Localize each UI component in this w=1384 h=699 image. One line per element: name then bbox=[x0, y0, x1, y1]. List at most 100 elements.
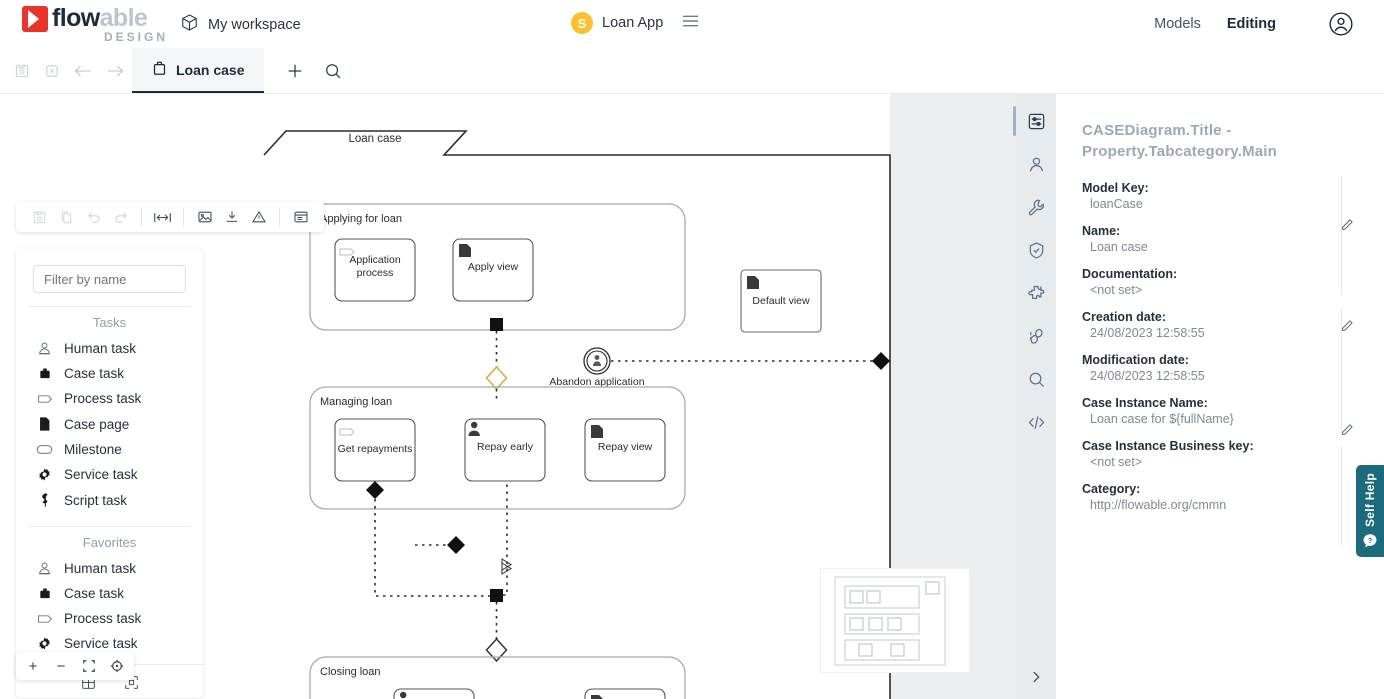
workspace-label: My workspace bbox=[208, 16, 301, 33]
chevron-right-icon[interactable] bbox=[1028, 669, 1044, 685]
service-task-icon bbox=[36, 467, 53, 482]
palette-item-human-task[interactable]: Human task bbox=[16, 336, 203, 361]
rail-properties[interactable] bbox=[1013, 106, 1049, 136]
question-bubble-icon: ? bbox=[1362, 533, 1378, 549]
prop-value: Loan case for ${fullName} bbox=[1090, 412, 1234, 426]
app-avatar: S bbox=[571, 12, 593, 34]
self-help-tab[interactable]: Self Help ? bbox=[1356, 465, 1384, 557]
human-task-icon bbox=[36, 561, 53, 576]
app-selector[interactable]: S Loan App bbox=[571, 12, 699, 34]
case-page-icon bbox=[36, 416, 53, 432]
prop-value: loanCase bbox=[1090, 197, 1143, 211]
properties-panel-title: CASEDiagram.Title - Property.Tabcategory… bbox=[1082, 122, 1278, 160]
search-tab-icon[interactable] bbox=[324, 62, 342, 80]
nav-editing[interactable]: Editing bbox=[1226, 16, 1276, 32]
save-disabled-icon bbox=[14, 63, 30, 79]
download-button[interactable] bbox=[218, 202, 245, 232]
validation-button[interactable] bbox=[245, 202, 272, 232]
palette-item-case-task[interactable]: Case task bbox=[16, 361, 203, 386]
flowable-logo[interactable]: flowable DESIGN bbox=[22, 4, 172, 44]
toolbar-divider bbox=[183, 208, 184, 226]
palette-item-label: Case page bbox=[64, 416, 130, 432]
flowable-logo-mark bbox=[22, 5, 48, 32]
undo-button[interactable] bbox=[80, 202, 107, 232]
palette-fav-process-task[interactable]: Process task bbox=[16, 606, 203, 631]
hamburger-menu-icon[interactable] bbox=[682, 13, 699, 33]
prop-row-name: Name: Loan case bbox=[1082, 223, 1360, 256]
pencil-edit-icon[interactable] bbox=[1340, 218, 1354, 232]
palette-divider bbox=[28, 526, 191, 527]
zoom-out-button[interactable]: − bbox=[56, 657, 66, 675]
palette-section-title-tasks: Tasks bbox=[92, 315, 127, 330]
prop-row-creation-date: Creation date: 24/08/2023 12:58:55 bbox=[1082, 309, 1360, 342]
close-disabled-icon bbox=[44, 63, 60, 79]
element-palette: Tasks Human task Case task Process task bbox=[16, 249, 203, 698]
toolbar-divider bbox=[141, 208, 142, 226]
svg-text:Repay view: Repay view bbox=[598, 441, 653, 453]
palette-fav-case-task[interactable]: Case task bbox=[16, 581, 203, 606]
svg-text:process: process bbox=[357, 267, 394, 279]
stage-label-closing: Closing loan bbox=[320, 666, 381, 678]
rail-extensions[interactable] bbox=[1023, 280, 1049, 306]
rail-links[interactable] bbox=[1023, 323, 1049, 349]
editor-tabbar: Loan case bbox=[0, 48, 1384, 94]
prop-value: <not set> bbox=[1090, 455, 1143, 469]
case-task-icon bbox=[36, 586, 53, 601]
copy-button[interactable] bbox=[53, 202, 80, 232]
reset-zoom-button[interactable] bbox=[104, 652, 130, 680]
pencil-edit-icon[interactable] bbox=[1340, 319, 1354, 333]
palette-item-script-task[interactable]: Script task bbox=[16, 487, 203, 513]
palette-fav-human-task[interactable]: Human task bbox=[16, 556, 203, 581]
prop-row-modification-date: Modification date: 24/08/2023 12:58:55 bbox=[1082, 352, 1360, 385]
palette-item-service-task[interactable]: Service task bbox=[16, 462, 203, 487]
fit-width-button[interactable] bbox=[149, 202, 176, 232]
nav-models[interactable]: Models bbox=[1154, 16, 1201, 32]
palette-item-label: Human task bbox=[64, 561, 137, 576]
prop-label: Name: bbox=[1082, 224, 1121, 238]
diagram-canvas-area[interactable]: Loan case Applying for loan Application … bbox=[0, 94, 1016, 699]
cmmn-diagram[interactable]: Loan case Applying for loan Application … bbox=[0, 94, 1016, 699]
service-task-icon bbox=[36, 636, 53, 651]
filter-input[interactable] bbox=[33, 265, 186, 293]
back-arrow-icon[interactable] bbox=[74, 63, 92, 79]
palette-item-label: Process task bbox=[64, 391, 142, 406]
properties-list: Model Key: loanCase Name: Loan case Docu… bbox=[1082, 176, 1360, 546]
palette-item-label: Script task bbox=[64, 492, 128, 508]
forward-arrow-icon[interactable] bbox=[106, 63, 124, 79]
prop-label: Creation date: bbox=[1082, 310, 1167, 324]
palette-item-label: Milestone bbox=[64, 442, 122, 457]
svg-text:Default view: Default view bbox=[752, 295, 810, 307]
save-button[interactable] bbox=[26, 202, 53, 232]
prop-label: Model Key: bbox=[1082, 181, 1149, 195]
rail-configuration[interactable] bbox=[1023, 194, 1049, 220]
prop-value: <not set> bbox=[1090, 283, 1143, 297]
palette-item-milestone[interactable]: Milestone bbox=[16, 437, 203, 462]
pencil-edit-icon[interactable] bbox=[1340, 423, 1354, 437]
add-tab-icon[interactable] bbox=[286, 62, 304, 80]
palette-item-process-task[interactable]: Process task bbox=[16, 386, 203, 411]
properties-panel: CASEDiagram.Title - Property.Tabcategory… bbox=[1056, 94, 1384, 699]
tab-loan-case[interactable]: Loan case bbox=[132, 48, 265, 93]
rail-search[interactable] bbox=[1023, 366, 1049, 392]
stage-label-applying: Applying for loan bbox=[320, 213, 402, 225]
properties-icon-rail bbox=[1013, 94, 1056, 699]
export-image-button[interactable] bbox=[191, 202, 218, 232]
human-task-icon bbox=[36, 341, 53, 356]
workspace-selector[interactable]: My workspace bbox=[180, 13, 301, 36]
rail-permissions[interactable] bbox=[1023, 237, 1049, 263]
zoom-in-button[interactable]: + bbox=[28, 657, 38, 675]
rail-source[interactable] bbox=[1023, 409, 1049, 435]
palette-section-title-favorites: Favorites bbox=[82, 535, 137, 550]
case-task-icon bbox=[36, 366, 53, 381]
rail-identity[interactable] bbox=[1023, 151, 1049, 177]
fit-screen-button[interactable] bbox=[76, 652, 102, 680]
palette-fav-service-task[interactable]: Service task bbox=[16, 631, 203, 656]
diagram-minimap[interactable] bbox=[820, 568, 970, 673]
svg-text:Get repayments: Get repayments bbox=[338, 443, 413, 455]
toggle-properties-button[interactable] bbox=[287, 202, 314, 232]
account-circle-icon[interactable] bbox=[1328, 11, 1354, 37]
case-plan-title: Loan case bbox=[348, 133, 401, 145]
redo-button[interactable] bbox=[107, 202, 134, 232]
palette-item-case-page[interactable]: Case page bbox=[16, 411, 203, 437]
